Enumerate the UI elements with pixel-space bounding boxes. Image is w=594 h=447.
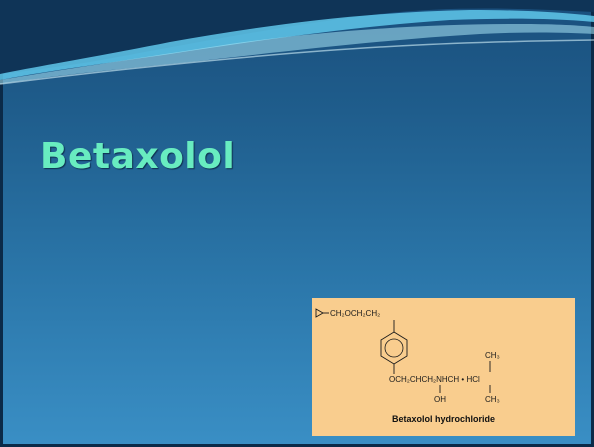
- hydroxyl-label: OH: [434, 395, 446, 404]
- slide-title: Betaxolol: [40, 136, 236, 177]
- betaxolol-structure-diagram: CH₂OCH₂CH₂ CH₃ OCH₂CHCH₂NHCH • HCl OH CH…: [315, 308, 500, 404]
- structure-caption: Betaxolol hydrochloride: [391, 414, 496, 424]
- chemical-structure-figure: CH₂OCH₂CH₂ CH₃ OCH₂CHCH₂NHCH • HCl OH CH…: [312, 298, 575, 436]
- top-chain-label: CH₂OCH₂CH₂: [330, 309, 380, 318]
- methyl-bottom-label: CH₃: [485, 395, 500, 404]
- benzene-inner-circle: [384, 338, 404, 358]
- decorative-wave-header: [0, 0, 594, 85]
- methyl-top-label: CH₃: [485, 351, 500, 360]
- cyclopropyl-ring: [315, 308, 324, 318]
- side-chain-label: OCH₂CHCH₂NHCH • HCl: [389, 375, 480, 384]
